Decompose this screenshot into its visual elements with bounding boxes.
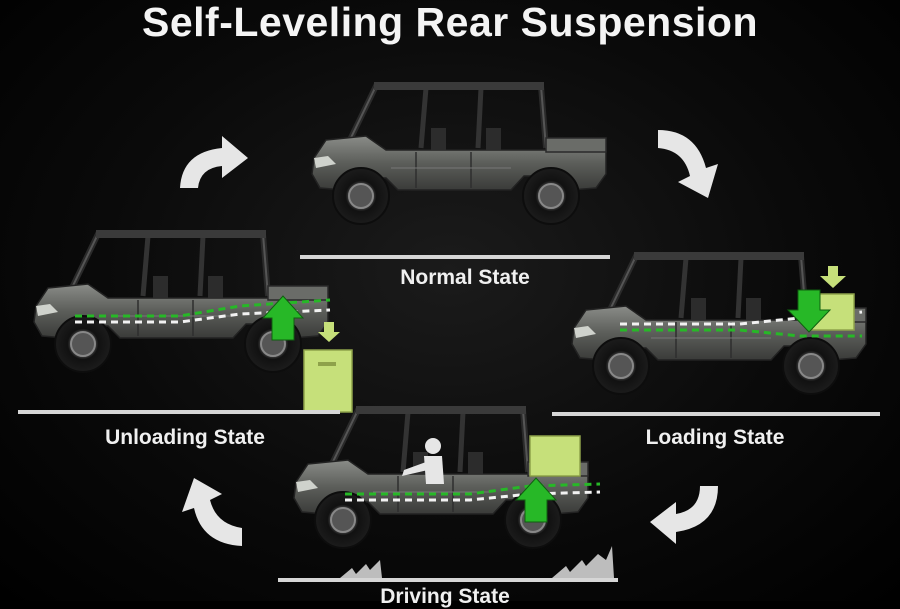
loading-level-line-white	[620, 310, 863, 326]
unloading-cargo-crate	[303, 349, 353, 413]
loading-down-arrow-icon	[786, 289, 832, 333]
ground-line-unloading	[18, 410, 340, 414]
road-bumps-left	[340, 560, 382, 578]
driving-up-arrow-icon	[514, 477, 558, 523]
cycle-arrow-top-left-icon	[180, 136, 248, 188]
driving-level-line-white	[345, 490, 601, 502]
loading-level-line-green	[620, 328, 862, 338]
cycle-arrow-top-right-icon	[658, 130, 718, 198]
driving-state-label: Driving State	[380, 585, 510, 608]
loading-state-label: Loading State	[645, 426, 785, 449]
ground-line-loading	[552, 412, 880, 416]
ground-line-driving	[278, 578, 618, 582]
ground-line-normal	[300, 255, 610, 259]
unloading-up-arrow-icon	[261, 295, 305, 341]
cycle-arrow-bottom-left-icon	[182, 478, 242, 546]
road-bumps-right	[552, 546, 614, 578]
cycle-arrow-bottom-right-icon	[650, 486, 718, 544]
normal-state-label: Normal State	[400, 266, 530, 289]
driver-figure	[402, 438, 444, 484]
diagram-title: Self-Leveling Rear Suspension	[142, 0, 758, 45]
unloading-drop-arrow-icon	[318, 322, 340, 342]
driving-level-line-green	[345, 482, 601, 496]
unloading-state-label: Unloading State	[105, 426, 265, 449]
normal-state-vehicle	[312, 82, 606, 224]
driving-cargo-crate	[529, 435, 581, 477]
loading-drop-arrow-icon	[820, 266, 846, 288]
